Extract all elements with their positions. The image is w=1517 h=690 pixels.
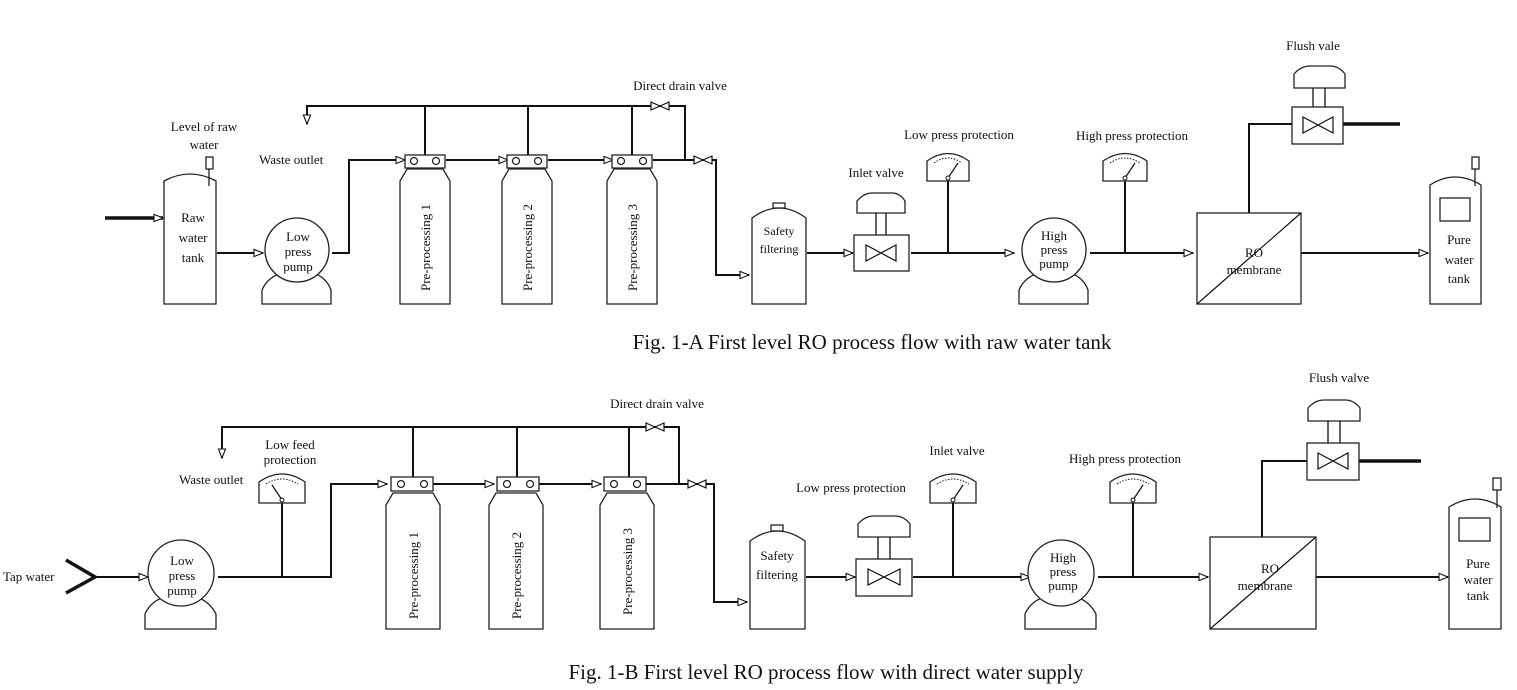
low-pump-label-1: Low [286, 229, 310, 244]
ro-label-1b-1: RO [1261, 561, 1279, 576]
ro-label-1: RO [1245, 245, 1263, 260]
label-level-raw-water-2: water [190, 137, 220, 152]
pure-tank-label-3: tank [1448, 271, 1471, 286]
ro-label-1b-2: membrane [1238, 578, 1293, 593]
safety-filter-1b: Safety filtering [749, 524, 806, 630]
pre-3-label-1b: Pre-processing 3 [620, 528, 635, 615]
label-direct-drain-1b: Direct drain valve [610, 396, 704, 411]
tap-water-inlet [65, 558, 150, 595]
low-pump-label-3: pump [283, 259, 313, 274]
low-press-pump-1a: Low press pump [261, 217, 332, 305]
direct-drain-valve-1a [650, 101, 670, 111]
check-valve-1b [687, 479, 707, 489]
label-high-press-1a: High press protection [1076, 128, 1188, 143]
figure-1b: Low press pump Pre-processing 1 Pre-proc… [3, 370, 1502, 684]
high-pump-label-1b-1: High [1050, 550, 1077, 565]
low-press-gauge-1a [926, 152, 970, 182]
pure-tank-label-1b-1: Pure [1466, 556, 1490, 571]
pure-tank-label-1b-3: tank [1467, 588, 1490, 603]
check-valve-1a [693, 155, 713, 165]
high-pump-label-1: High [1041, 228, 1068, 243]
pure-water-tank-1a: Pure water tank [1429, 156, 1482, 305]
ro-membrane-1a: RO membrane [1196, 212, 1302, 305]
pre-processing-1-1b: Pre-processing 1 [385, 476, 441, 630]
raw-water-tank: Raw water tank [163, 156, 217, 305]
label-low-feed-1: Low feed [265, 437, 315, 452]
pre-processing-3-1b: Pre-processing 3 [599, 476, 655, 630]
low-press-pump-1b: Low press pump [144, 539, 217, 630]
pure-tank-label-1: Pure [1447, 232, 1471, 247]
safety-filter-1a: Safety filtering [751, 202, 807, 305]
pre-processing-2-1a: Pre-processing 2 [501, 154, 553, 305]
pipes-1a [105, 105, 1430, 280]
pre-1-label-1b: Pre-processing 1 [406, 532, 421, 619]
low-pump-label-1b-3: pump [167, 583, 197, 598]
label-flush-valve-1b: Flush valve [1309, 370, 1370, 385]
label-direct-drain-1a: Direct drain valve [633, 78, 727, 93]
low-pump-label-2: press [285, 244, 312, 259]
high-pump-label-3: pump [1039, 256, 1069, 271]
inlet-valve-1b [855, 515, 913, 597]
caption-1a: Fig. 1-A First level RO process flow wit… [633, 330, 1112, 354]
safety-label-1b-1: Safety [760, 548, 794, 563]
pre-processing-3-1a: Pre-processing 3 [606, 154, 658, 305]
label-level-raw-water-1: Level of raw [171, 119, 238, 134]
label-waste-outlet-1b: Waste outlet [179, 472, 244, 487]
inlet-valve-1a [853, 192, 910, 272]
safety-label-2: filtering [760, 242, 799, 256]
high-pump-label-2: press [1041, 242, 1068, 257]
low-press-gauge-1b [929, 473, 977, 504]
label-flush-valve-1a: Flush vale [1286, 38, 1340, 53]
label-inlet-valve-1a: Inlet valve [848, 165, 903, 180]
figure-1a: Raw water tank Low press pump Pre-proces… [105, 38, 1482, 354]
label-low-press-1a: Low press protection [904, 127, 1014, 142]
low-pump-label-1b-1: Low [170, 553, 194, 568]
safety-label-1b-2: filtering [756, 567, 798, 582]
pure-water-tank-1b: Pure water tank [1448, 477, 1502, 630]
label-low-press-1b: Low press protection [796, 480, 906, 495]
raw-tank-label-2: water [179, 230, 209, 245]
pure-tank-label-1b-2: water [1464, 572, 1494, 587]
label-low-feed-2: protection [264, 452, 317, 467]
high-pump-label-1b-2: press [1050, 564, 1077, 579]
caption-1b: Fig. 1-B First level RO process flow wit… [568, 660, 1084, 684]
pre-processing-1-1a: Pre-processing 1 [399, 154, 451, 305]
high-press-gauge-1b [1109, 473, 1157, 504]
high-press-gauge-1a [1102, 152, 1148, 182]
pre-processing-2-1b: Pre-processing 2 [488, 476, 544, 630]
label-waste-outlet-1a: Waste outlet [259, 152, 324, 167]
label-high-press-1b: High press protection [1069, 451, 1181, 466]
pipes-1b [217, 426, 1450, 607]
pre-1-label: Pre-processing 1 [418, 204, 433, 291]
high-pump-label-1b-3: pump [1048, 578, 1078, 593]
ro-membrane-1b: RO membrane [1209, 536, 1317, 630]
direct-drain-valve-1b [645, 422, 665, 432]
high-press-pump-1b: High press pump [1024, 539, 1097, 630]
low-pump-label-1b-2: press [169, 568, 196, 583]
label-tap-water: Tap water [3, 569, 55, 584]
high-press-pump-1a: High press pump [1018, 217, 1089, 305]
raw-tank-label-3: tank [182, 250, 205, 265]
flush-valve-1b [1306, 399, 1361, 481]
pure-tank-label-2: water [1445, 252, 1475, 267]
safety-label-1: Safety [764, 224, 795, 238]
pre-2-label: Pre-processing 2 [520, 204, 535, 291]
low-feed-gauge-1b [258, 473, 306, 504]
pre-3-label: Pre-processing 3 [625, 204, 640, 291]
ro-label-2: membrane [1227, 262, 1282, 277]
raw-tank-label-1: Raw [181, 210, 205, 225]
label-inlet-valve-1b: Inlet valve [929, 443, 984, 458]
pre-2-label-1b: Pre-processing 2 [509, 532, 524, 619]
flush-valve-1a [1291, 65, 1346, 145]
